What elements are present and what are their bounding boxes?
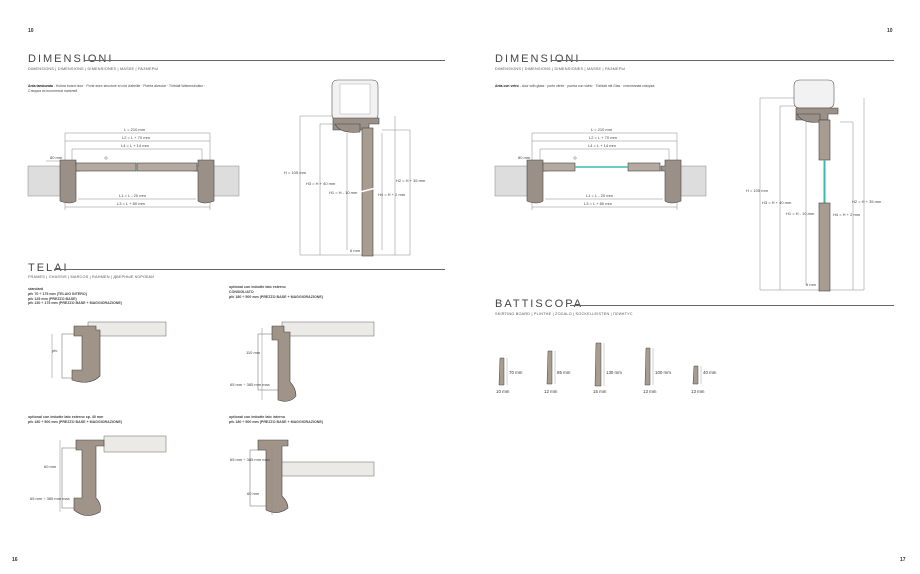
- telai-opt3-caption: optional con imbotte lato interno pfc 18…: [229, 415, 323, 425]
- dim-right-6mm: 6 mm: [806, 282, 816, 287]
- opt3-l1: optional con imbotte lato interno: [229, 415, 285, 419]
- dimensioni-left-caption: Anta tamburata - Hollow board door · Por…: [28, 84, 205, 93]
- dim-right-L4: L4 = L + 14 mm: [588, 143, 616, 148]
- dim-80mm: 80 mm: [50, 155, 63, 160]
- dim-L1: L1 = L - 20 mm: [119, 193, 146, 198]
- opt2-l2: pfc 180 ÷ 500 mm (PREZZO BASE + MAGGIORA…: [28, 419, 122, 424]
- telai-opt2-caption: optional con imbotte lato esterno sp. 40…: [28, 415, 122, 425]
- telai-subtitle: FRAMES | CHASSIS | MARCOS | RAHMEN | ДВЕ…: [28, 275, 155, 279]
- skirting-3-height: 130 mm: [606, 370, 622, 375]
- skirting-5-height: 40 mm: [703, 370, 717, 375]
- dim-right-L2: L2 = L + 70 mm: [589, 135, 617, 140]
- dim-H4: H4 = H + 2 mm: [378, 192, 406, 197]
- std-l2: pfc 70 ÷ 175 mm (TELAIO INTERO): [28, 291, 87, 296]
- dim-right-L: L = 210 mm: [591, 127, 613, 132]
- caption-bold: Anta tamburata: [28, 84, 53, 88]
- battiscopa-title: BATTISCOPA: [495, 298, 584, 310]
- telai-standard-caption: standard pfc 70 ÷ 175 mm (TELAIO INTERO)…: [28, 287, 122, 306]
- caption-rest: - Hollow board door · Porte avec structu…: [52, 84, 206, 88]
- dimensioni-right-caption: Anta con vetro - door with glass · porte…: [495, 84, 654, 89]
- dim-H1: H1 = H - 10 mm: [329, 190, 358, 195]
- skirting-5-thick: 13 mm: [691, 389, 705, 394]
- dimensioni-left-title: DIMENSIONI: [28, 53, 114, 65]
- opt1-l2: CONSIGLIATO: [229, 289, 254, 294]
- caption-right-bold: Anta con vetro: [495, 84, 519, 88]
- dim-60mm-opt3: 60 mm: [247, 491, 260, 496]
- skirting-3-thick: 15 mm: [593, 389, 607, 394]
- dim-right-80mm: 80 mm: [518, 155, 531, 160]
- opt2-l1: optional con imbotte lato esterno sp. 40…: [28, 415, 104, 419]
- dim-H3: H3 = H + 40 mm: [306, 181, 336, 186]
- std-l3: pfc 125 mm (PREZZO BASE): [28, 296, 77, 301]
- std-l1: standard: [28, 287, 44, 291]
- dim-right-L1: L1 = L - 20 mm: [586, 193, 613, 198]
- skirting-2-thick: 12 mm: [544, 389, 558, 394]
- page-number-bottom-left: 16: [12, 557, 18, 563]
- page-number-top-left: 10: [28, 28, 34, 34]
- dim-L: L = 210 mm: [124, 127, 146, 132]
- dimensioni-left-subtitle: DIMENSIONS | DIMENSIONS | DIMENSIONES | …: [28, 67, 159, 71]
- dim-L3: L3 = L + 80 mm: [117, 201, 145, 206]
- dimensioni-right-rule: [551, 60, 894, 61]
- opt1-l1: optional con imbotte lato esterno: [229, 285, 286, 289]
- dim-H: H = 105 mm: [284, 170, 306, 175]
- skirting-2-height: 85 mm: [557, 370, 571, 375]
- skirting-4-height: 100 mm: [655, 370, 671, 375]
- dim-6mm: 6 mm: [350, 248, 360, 253]
- skirting-1-thick: 10 mm: [496, 389, 510, 394]
- skirting-1-height: 70 mm: [509, 370, 523, 375]
- battiscopa-subtitle: SKIRTING BOARD | PLINTHE | ZOCALO | SOCK…: [495, 312, 633, 316]
- telai-rule: [54, 269, 445, 270]
- dim-right-H: H = 105 mm: [746, 188, 768, 193]
- std-l4: pfc 130 ÷ 175 mm (PREZZO BASE + MAGGIORA…: [28, 301, 122, 306]
- dim-65mm-opt2: 65 mm ÷ 385 mm max: [30, 496, 70, 501]
- caption-right-rest: - door with glass · porte vitrée · puert…: [518, 84, 655, 88]
- dim-65mm-opt1: 65 mm ÷ 385 mm max: [230, 382, 270, 387]
- page-number-bottom-right: 17: [900, 557, 906, 563]
- skirting-4-thick: 13 mm: [643, 389, 657, 394]
- dim-right-L3: L3 = L + 80 mm: [584, 201, 612, 206]
- page-number-top-right: 10: [887, 28, 893, 34]
- opt3-l2: pfc 180 ÷ 500 mm (PREZZO BASE + MAGGIORA…: [229, 419, 323, 424]
- dim-60mm-opt2: 60 mm: [44, 464, 57, 469]
- dim-right-H3: H3 = H + 40 mm: [762, 200, 792, 205]
- dim-L4: L4 = L + 14 mm: [121, 143, 149, 148]
- telai-title: TELAI: [28, 262, 69, 274]
- dim-110mm: 110 mm: [246, 350, 261, 355]
- dimensioni-left-rule: [84, 60, 445, 61]
- dimensioni-right-subtitle: DIMENSIONS | DIMENSIONS | DIMENSIONES | …: [495, 67, 626, 71]
- dim-pfc: pfc: [52, 348, 58, 353]
- opt1-l3: pfc 180 ÷ 500 mm (PREZZO BASE + MAGGIORA…: [229, 294, 323, 299]
- dim-L2: L2 = L + 70 mm: [122, 135, 150, 140]
- dim-65mm-opt3: 65 mm ÷ 385 mm max: [230, 457, 270, 462]
- dim-H2: H2 = H + 35 mm: [396, 178, 426, 183]
- dim-right-H1: H1 = H - 10 mm: [786, 211, 815, 216]
- telai-opt1-caption: optional con imbotte lato esterno CONSIG…: [229, 285, 323, 299]
- battiscopa-rule: [570, 305, 894, 306]
- dim-right-H4: H4 = H + 2 mm: [833, 212, 861, 217]
- dimensioni-right-title: DIMENSIONI: [495, 53, 581, 65]
- dim-right-H2: H2 = H + 35 mm: [852, 199, 882, 204]
- caption-line2: Створка из полотнных панелей: [28, 88, 78, 93]
